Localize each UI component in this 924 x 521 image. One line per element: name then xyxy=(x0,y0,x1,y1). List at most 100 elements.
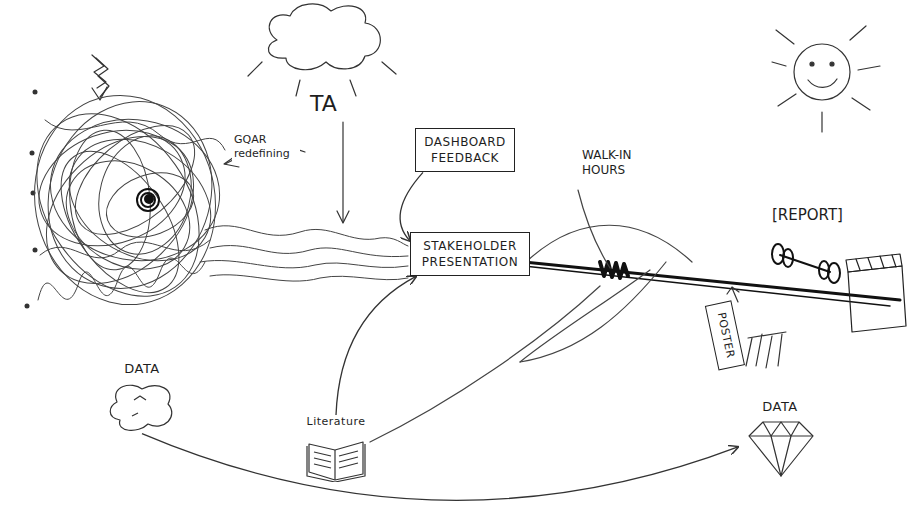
poster-box: POSTER xyxy=(705,300,745,370)
stream-lines xyxy=(200,260,408,267)
zigzag-arrow xyxy=(92,55,109,100)
tangle-scribble xyxy=(97,161,202,248)
smiling-sun xyxy=(858,66,880,70)
data-gem-stroke xyxy=(749,435,813,436)
main-track xyxy=(600,262,628,278)
tangle-scribble xyxy=(18,81,232,319)
tangle-scribble xyxy=(22,78,237,311)
smiling-sun xyxy=(794,44,850,100)
clapperboard xyxy=(856,255,896,270)
funnel-lines xyxy=(370,190,692,442)
main-track xyxy=(524,266,890,306)
center-knot xyxy=(145,195,153,203)
funnel-lines xyxy=(370,286,600,442)
poster-stand xyxy=(748,332,786,338)
margin-dot xyxy=(33,248,38,253)
smiling-sun xyxy=(776,30,794,44)
dumbbell xyxy=(783,249,793,267)
cloud xyxy=(268,4,380,70)
node-text: STAKEHOLDER PRESENTATION xyxy=(417,238,523,270)
tangle-scribble xyxy=(47,139,210,291)
data-blob-stroke xyxy=(110,385,172,430)
tangle-scribble xyxy=(40,240,210,258)
presentation-box: STAKEHOLDER PRESENTATION xyxy=(410,232,530,276)
center-knot xyxy=(141,193,155,207)
tangle-scribble xyxy=(38,258,205,300)
literature-book-stroke xyxy=(314,452,331,468)
literature-book-stroke xyxy=(307,444,365,482)
clapperboard xyxy=(846,254,902,272)
stream-lines xyxy=(210,275,408,281)
walk-in-label: WALK-IN HOURS xyxy=(580,148,664,178)
smiling-sun xyxy=(772,62,786,66)
node-text: Literature xyxy=(298,415,374,430)
margin-dot xyxy=(25,304,30,309)
dumbbell xyxy=(828,263,840,283)
data-gem-stroke xyxy=(763,422,799,476)
stream-lines xyxy=(200,226,408,281)
main-track xyxy=(524,262,900,306)
literature-book-stroke xyxy=(339,451,358,468)
stream-lines xyxy=(210,245,408,256)
sketch-strokes xyxy=(3,4,906,442)
dumbbell xyxy=(780,255,830,272)
connector-arrow xyxy=(336,276,416,415)
report-label: [REPORT] xyxy=(770,206,845,225)
node-text: DASHBOARD FEEDBACK xyxy=(422,134,508,166)
data-gem: DATA xyxy=(738,398,822,480)
smiling-sun xyxy=(821,112,822,132)
tangle-scribble xyxy=(37,131,202,314)
center-knot xyxy=(137,189,159,211)
node-text: POSTER xyxy=(712,308,737,362)
literature-book-stroke xyxy=(334,450,335,480)
clapperboard xyxy=(846,254,906,332)
main-track xyxy=(524,262,900,300)
data-gem-stroke xyxy=(771,422,791,436)
center-knot xyxy=(137,189,159,211)
connector-arrow xyxy=(142,434,738,501)
stream-lines xyxy=(205,226,408,246)
smiling-sun xyxy=(808,79,837,87)
tangle-scribble xyxy=(48,115,233,285)
dumbbell xyxy=(772,244,784,264)
poster-stand xyxy=(727,287,739,294)
node-text: DATA xyxy=(100,360,184,378)
smiling-sun xyxy=(778,94,796,106)
tangle-scribble xyxy=(17,107,222,312)
node-text: DATA xyxy=(738,398,822,416)
connector-arrow xyxy=(400,172,423,241)
ta-label: TA xyxy=(308,90,339,118)
cloud xyxy=(248,62,262,76)
tangle-scribble xyxy=(45,120,225,150)
margin-dot xyxy=(25,90,38,309)
data-blob-stroke xyxy=(134,396,146,400)
dumbbell xyxy=(772,244,840,283)
literature-book-stroke xyxy=(309,442,363,480)
literature-book-outline xyxy=(303,432,369,482)
ta-arrow xyxy=(337,122,349,223)
data-blob: DATA xyxy=(100,360,184,434)
margin-dot xyxy=(30,151,35,156)
literature-book: Literature xyxy=(298,415,374,482)
smiling-sun xyxy=(810,62,814,66)
funnel-lines xyxy=(526,225,692,262)
funnel-lines xyxy=(520,262,666,362)
cloud xyxy=(296,80,300,96)
tangle-scribble xyxy=(56,104,215,255)
feedback-box: DASHBOARD FEEDBACK xyxy=(415,128,515,172)
tangle-scribble xyxy=(86,125,204,264)
clapperboard xyxy=(848,266,906,332)
smiling-sun xyxy=(852,98,870,110)
cloud xyxy=(350,80,356,96)
tangle-scribble xyxy=(3,83,232,327)
ta-arrow xyxy=(342,122,343,222)
tangle-scribble xyxy=(3,78,237,327)
smiling-sun xyxy=(772,26,880,132)
margin-dot xyxy=(33,90,38,95)
cloud xyxy=(248,4,396,96)
data-blob-outline xyxy=(102,380,182,434)
cloud xyxy=(382,62,396,74)
data-blob-stroke xyxy=(132,413,138,416)
data-gem-outline xyxy=(741,418,819,480)
